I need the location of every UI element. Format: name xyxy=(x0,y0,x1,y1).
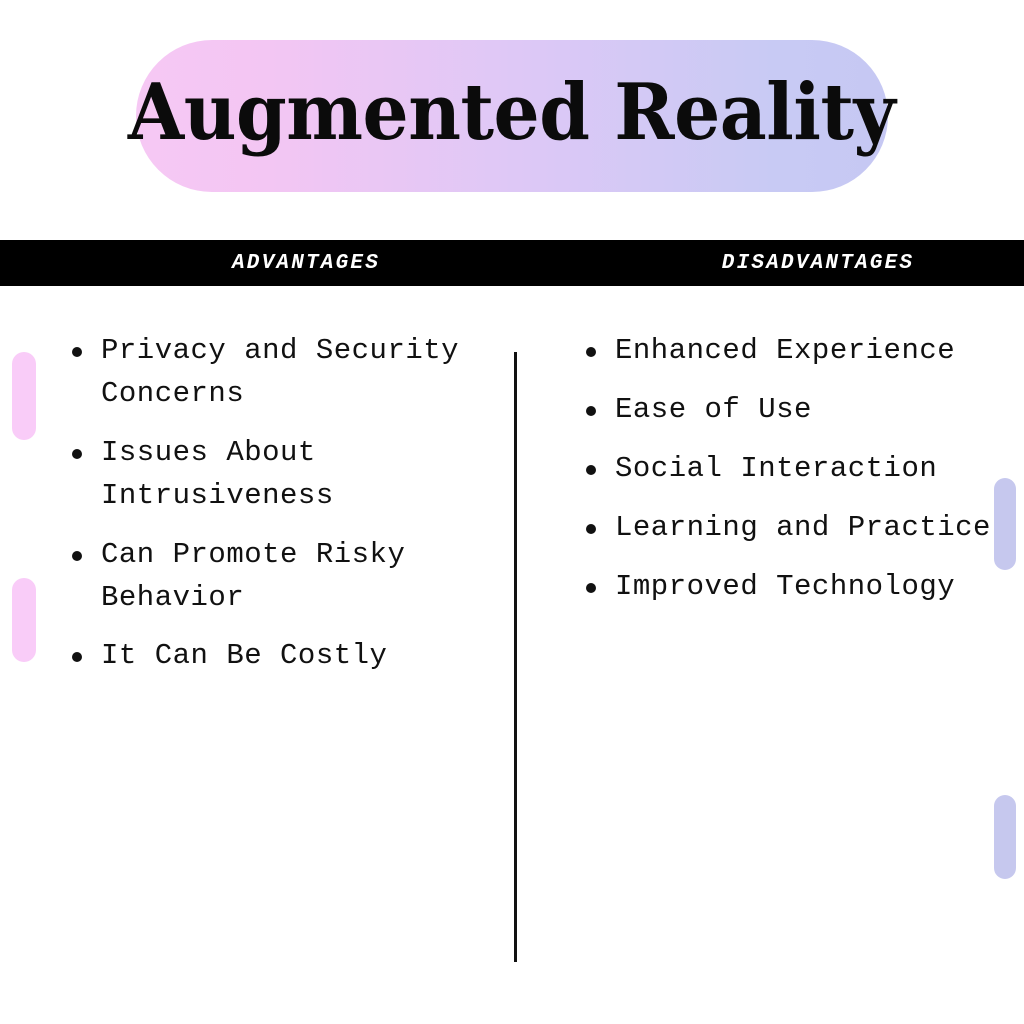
pink-accent-bar-top-left xyxy=(12,352,36,440)
page-title: Augmented Reality xyxy=(128,67,896,158)
column-header-advantages: ADVANTAGES xyxy=(231,251,381,275)
column-divider xyxy=(514,352,517,962)
disadvantages-column: Enhanced Experience Ease of Use Social I… xyxy=(572,330,1002,625)
list-item: Privacy and Security Concerns xyxy=(58,330,498,416)
advantages-list: Privacy and Security Concerns Issues Abo… xyxy=(58,330,498,678)
list-item: Can Promote Risky Behavior xyxy=(58,534,498,620)
column-header-bar: ADVANTAGES DISADVANTAGES xyxy=(0,240,1024,286)
list-item: Learning and Practice xyxy=(572,507,1002,550)
pink-accent-bar-mid-left xyxy=(12,578,36,662)
columns-container: Privacy and Security Concerns Issues Abo… xyxy=(0,330,1024,1024)
list-item: Improved Technology xyxy=(572,566,1002,609)
advantages-column: Privacy and Security Concerns Issues Abo… xyxy=(58,330,498,694)
list-item: Issues About Intrusiveness xyxy=(58,432,498,518)
lavender-accent-bar-mid-right xyxy=(994,478,1016,570)
column-header-disadvantages: DISADVANTAGES xyxy=(721,251,915,275)
title-banner: Augmented Reality xyxy=(0,0,1024,232)
list-item: It Can Be Costly xyxy=(58,635,498,678)
list-item: Social Interaction xyxy=(572,448,1002,491)
lavender-accent-bar-lower-right xyxy=(994,795,1016,879)
title-pill: Augmented Reality xyxy=(128,40,896,192)
list-item: Ease of Use xyxy=(572,389,1002,432)
list-item: Enhanced Experience xyxy=(572,330,1002,373)
disadvantages-list: Enhanced Experience Ease of Use Social I… xyxy=(572,330,1002,609)
